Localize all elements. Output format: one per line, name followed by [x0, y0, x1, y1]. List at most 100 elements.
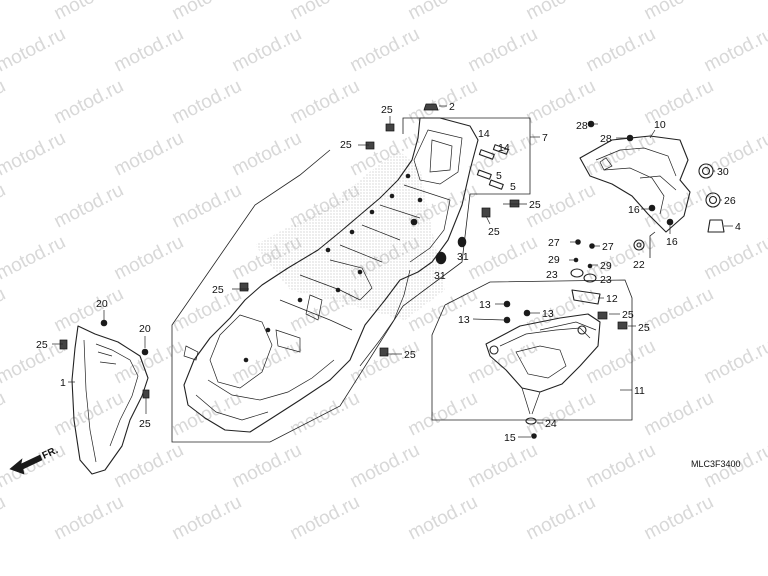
callout-15: 15: [504, 432, 516, 444]
callout-13: 13: [458, 314, 470, 326]
watermark-text: motod.ru: [641, 388, 717, 441]
watermark-text: motod.ru: [229, 128, 305, 181]
watermark-text: motod.ru: [169, 284, 245, 337]
watermark-text: motod.ru: [347, 440, 423, 493]
watermark-text: motod.ru: [523, 284, 599, 337]
watermark-text: motod.ru: [701, 128, 768, 181]
callout-25: 25: [340, 139, 352, 151]
watermark-text: motod.ru: [51, 0, 127, 24]
callout-5: 5: [496, 170, 502, 182]
callout-28: 28: [600, 133, 612, 145]
callout-14: 14: [478, 128, 490, 140]
watermark-text: motod.ru: [111, 336, 187, 389]
watermark-text: motod.ru: [169, 0, 245, 24]
callout-29: 29: [600, 260, 612, 272]
watermark-text: motod.ru: [641, 284, 717, 337]
callout-25: 25: [638, 322, 650, 334]
watermark-text: motod.ru: [405, 388, 481, 441]
callout-16: 16: [666, 236, 678, 248]
watermark-text: motod.ru: [523, 0, 599, 24]
watermark-text: motod.ru: [51, 388, 127, 441]
watermark-text: motod.ru: [0, 232, 69, 285]
watermark-text: motod.ru: [111, 232, 187, 285]
watermark-text: motod.ru: [51, 180, 127, 233]
callout-20: 20: [139, 323, 151, 335]
watermark-text: motod.ru: [465, 440, 541, 493]
callout-30: 30: [717, 166, 729, 178]
group-box-11: [431, 279, 633, 421]
watermark-text: motod.ru: [229, 336, 305, 389]
watermark-text: motod.ru: [229, 24, 305, 77]
group-box-22: [649, 231, 656, 258]
callout-29: 29: [548, 254, 560, 266]
callout-10: 10: [654, 119, 666, 131]
callout-25: 25: [529, 199, 541, 211]
watermark-text: motod.ru: [111, 128, 187, 181]
group-box-7: [402, 117, 540, 195]
diagram-code: MLC3F3400: [691, 459, 741, 469]
callout-2: 2: [449, 101, 455, 113]
callout-20: 20: [96, 298, 108, 310]
watermark-text: motod.ru: [405, 0, 481, 24]
watermark-text: motod.ru: [583, 24, 659, 77]
watermark-text: motod.ru: [0, 24, 69, 77]
watermark-text: motod.ru: [641, 76, 717, 129]
watermark-text: motod.ru: [51, 492, 127, 545]
callout-23: 23: [546, 269, 558, 281]
watermark-text: motod.ru: [465, 336, 541, 389]
watermark-text: motod.ru: [0, 492, 9, 545]
rear-inner-fender: [183, 117, 479, 433]
callout-24: 24: [545, 418, 557, 430]
watermark-text: motod.ru: [0, 440, 69, 493]
watermark-text: motod.ru: [229, 440, 305, 493]
watermark-text: motod.ru: [0, 284, 9, 337]
callout-7: 7: [542, 132, 548, 144]
callout-25: 25: [488, 226, 500, 238]
callout-16: 16: [628, 204, 640, 216]
callout-11: 11: [634, 385, 645, 397]
watermark-text: motod.ru: [641, 0, 717, 24]
watermark-text: motod.ru: [405, 492, 481, 545]
callout-25: 25: [404, 349, 416, 361]
watermark-text: motod.ru: [523, 388, 599, 441]
callout-25: 25: [36, 339, 48, 351]
watermark-text: motod.ru: [465, 232, 541, 285]
callout-28: 28: [576, 120, 588, 132]
watermark-text: motod.ru: [0, 128, 69, 181]
callout-1: 1: [60, 377, 66, 389]
callout-25: 25: [139, 418, 151, 430]
watermark-text: motod.ru: [701, 232, 768, 285]
watermark-text: motod.ru: [0, 76, 9, 129]
watermark-text: motod.ru: [169, 180, 245, 233]
watermark-text: motod.ru: [0, 0, 9, 24]
watermark-text: motod.ru: [0, 180, 9, 233]
watermark-text: motod.ru: [51, 284, 127, 337]
callout-31: 31: [457, 251, 469, 263]
leader-lines: [52, 105, 733, 438]
shadow-area: [255, 150, 445, 320]
callout-4: 4: [735, 221, 741, 233]
callout-31: 31: [434, 270, 446, 282]
watermark-text: motod.ru: [169, 76, 245, 129]
watermark-text: motod.ru: [169, 492, 245, 545]
callout-12: 12: [606, 293, 618, 305]
callout-5: 5: [510, 181, 516, 193]
callout-25: 25: [381, 104, 393, 116]
watermark-text: motod.ru: [0, 336, 69, 389]
watermark-text: motod.ru: [583, 336, 659, 389]
watermark-text: motod.ru: [111, 440, 187, 493]
callout-25: 25: [622, 309, 634, 321]
watermark-text: motod.ru: [641, 492, 717, 545]
callout-22: 22: [633, 259, 645, 271]
callout-14: 14: [498, 142, 510, 154]
watermark-text: motod.ru: [405, 76, 481, 129]
callout-labels: 2 7 14 14 5 5 25 25 25 25 25 25 25 25 25…: [36, 101, 741, 469]
callout-13: 13: [542, 308, 554, 320]
watermark-text: motod.ru: [111, 24, 187, 77]
rear-fender: [59, 319, 150, 475]
watermark-text: motod.ru: [583, 232, 659, 285]
watermark-text: motod.ru: [347, 24, 423, 77]
watermark-text: motod.ru: [523, 492, 599, 545]
watermark-text: motod.ru: [347, 336, 423, 389]
